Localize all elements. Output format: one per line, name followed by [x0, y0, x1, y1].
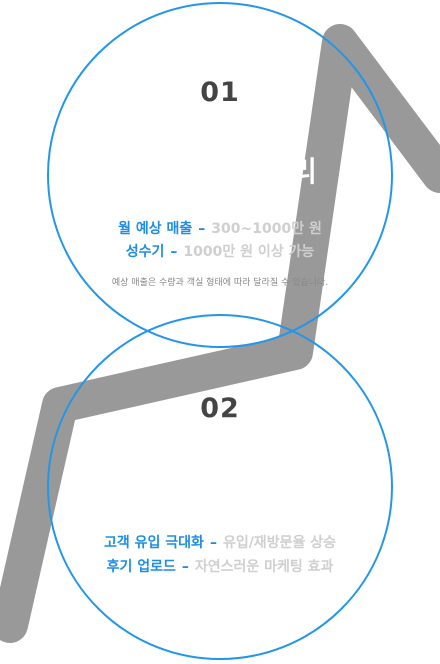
row-label: 월 예상 매출: [118, 221, 193, 237]
section-2-number: 02: [200, 393, 240, 424]
section-2-circle: [47, 314, 393, 660]
row-label: 성수기: [125, 244, 165, 260]
row-value: 자연스러운 마케팅 효과: [194, 559, 334, 575]
row-separator: –: [209, 535, 217, 551]
section-1-number: 01: [200, 77, 240, 108]
row-label: 고객 유입 극대화: [104, 535, 204, 551]
section-1-title-line-2: 리: [291, 155, 317, 188]
section-1-row-1: 월 예상 매출–300~1000만 원: [0, 218, 440, 238]
row-value: 300~1000만 원: [211, 221, 322, 237]
section-1-title-line-1: 서비: [182, 119, 234, 152]
row-label: 후기 업로드: [106, 559, 176, 575]
row-value: 1000만 원 이상 가능: [183, 244, 315, 260]
section-1-note: 예상 매출은 수량과 객실 형태에 따라 달라질 수 있습니다.: [111, 278, 329, 288]
row-separator: –: [198, 221, 206, 237]
row-separator: –: [170, 244, 178, 260]
row-value: 유입/재방문율 상승: [222, 535, 336, 551]
row-separator: –: [181, 559, 189, 575]
section-2-row-1: 고객 유입 극대화–유입/재방문율 상승: [0, 532, 440, 552]
section-2-row-2: 후기 업로드–자연스러운 마케팅 효과: [0, 556, 440, 576]
section-1-row-2: 성수기–1000만 원 이상 가능: [0, 241, 440, 261]
